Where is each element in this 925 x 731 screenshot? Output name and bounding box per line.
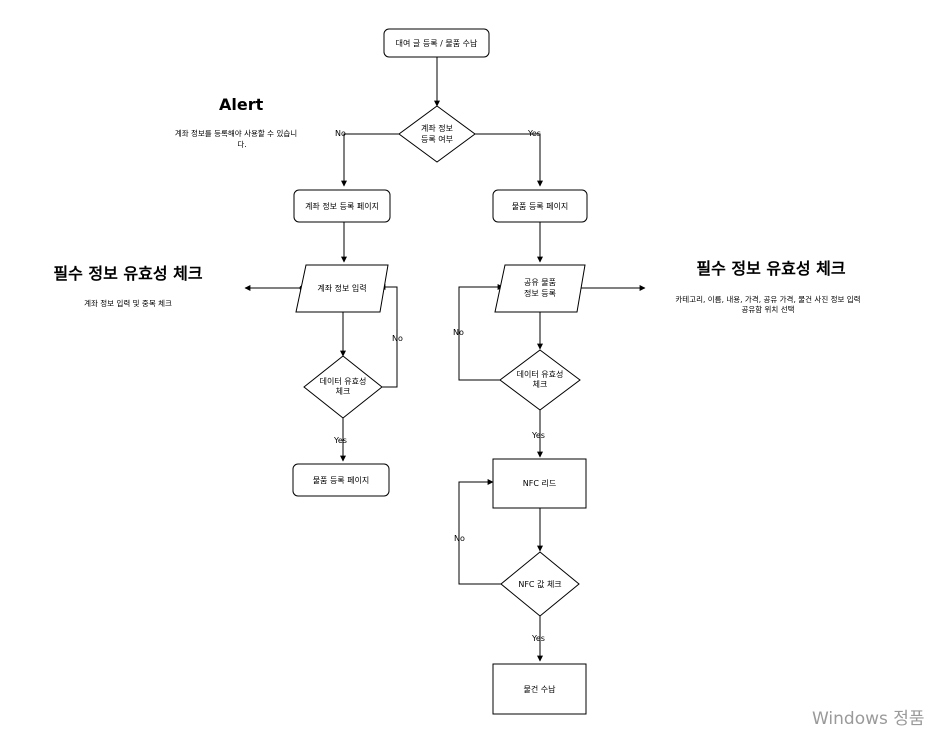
right-validity-label-line1: 데이터 유효성 <box>517 369 564 379</box>
right-check-body-line1: 카테고리, 이름, 내용, 가격, 공유 가격, 물건 사진 정보 입력 <box>675 294 860 304</box>
item-store-label: 물건 수납 <box>524 684 557 694</box>
edge-right-validity-no <box>458 284 504 381</box>
edge-label-no-nfc-loop: No <box>454 534 465 543</box>
item-page-top-label: 물품 등록 페이지 <box>512 201 569 211</box>
edge-label-no-top: No <box>335 129 346 138</box>
windows-activation-watermark: Windows 정품 <box>812 709 925 729</box>
left-validity-label-line2: 체크 <box>336 386 351 396</box>
account-page-node <box>293 189 391 223</box>
item-page-bottom-node <box>292 463 390 497</box>
alert-body-line2: 다. <box>237 140 246 149</box>
account-input-node <box>295 264 389 313</box>
right-validity-label-line2: 체크 <box>533 379 548 389</box>
edge-decision-yes <box>475 133 543 187</box>
left-check-title: 필수 정보 유효성 체크 <box>53 264 202 283</box>
left-check-body: 계좌 정보 입력 및 중복 체크 <box>84 298 172 308</box>
share-input-node <box>494 264 586 313</box>
left-validity-label-line1: 데이터 유효성 <box>320 376 367 386</box>
edge-decision-no <box>341 133 399 187</box>
account-input-label: 계좌 정보 입력 <box>317 283 366 293</box>
alert-title: Alert <box>219 95 264 114</box>
nfc-read-node <box>492 458 587 509</box>
start-node <box>383 28 490 58</box>
right-check-title: 필수 정보 유효성 체크 <box>696 259 845 278</box>
edge-label-yes-top: Yes <box>527 129 541 138</box>
account-page-label: 계좌 정보 등록 페이지 <box>305 201 379 211</box>
edge-left-validity-no <box>379 284 398 388</box>
nfc-check-node <box>500 551 580 617</box>
share-input-label-line2: 정보 등록 <box>524 288 556 298</box>
edge-label-yes-left: Yes <box>333 436 347 445</box>
start-node-label: 대여 글 등록 / 물품 수납 <box>396 38 478 48</box>
item-store-node <box>492 663 587 715</box>
account-decision-node <box>398 105 476 163</box>
account-decision-label-line2: 등록 여부 <box>421 134 453 144</box>
account-decision-label-line1: 계좌 정보 <box>421 123 453 133</box>
item-page-top-node <box>492 189 588 223</box>
share-input-label-line1: 공유 물품 <box>524 278 556 287</box>
edge-label-yes-right: Yes <box>531 431 545 440</box>
edge-nfc-check-no <box>458 479 501 585</box>
edge-label-yes-nfc: Yes <box>531 634 545 643</box>
alert-body-line1: 계좌 정보를 등록해야 사용할 수 있습니 <box>175 128 297 138</box>
nfc-read-label: NFC 리드 <box>523 479 556 488</box>
edge-label-no-left-loop: No <box>392 334 403 343</box>
right-check-body-line2: 공유함 위치 선택 <box>741 304 794 314</box>
left-validity-node <box>303 355 383 419</box>
edge-label-no-right-loop: No <box>453 328 464 337</box>
item-page-bottom-label: 물품 등록 페이지 <box>313 475 370 485</box>
right-validity-node <box>499 349 581 411</box>
nfc-check-label: NFC 값 체크 <box>518 579 561 589</box>
